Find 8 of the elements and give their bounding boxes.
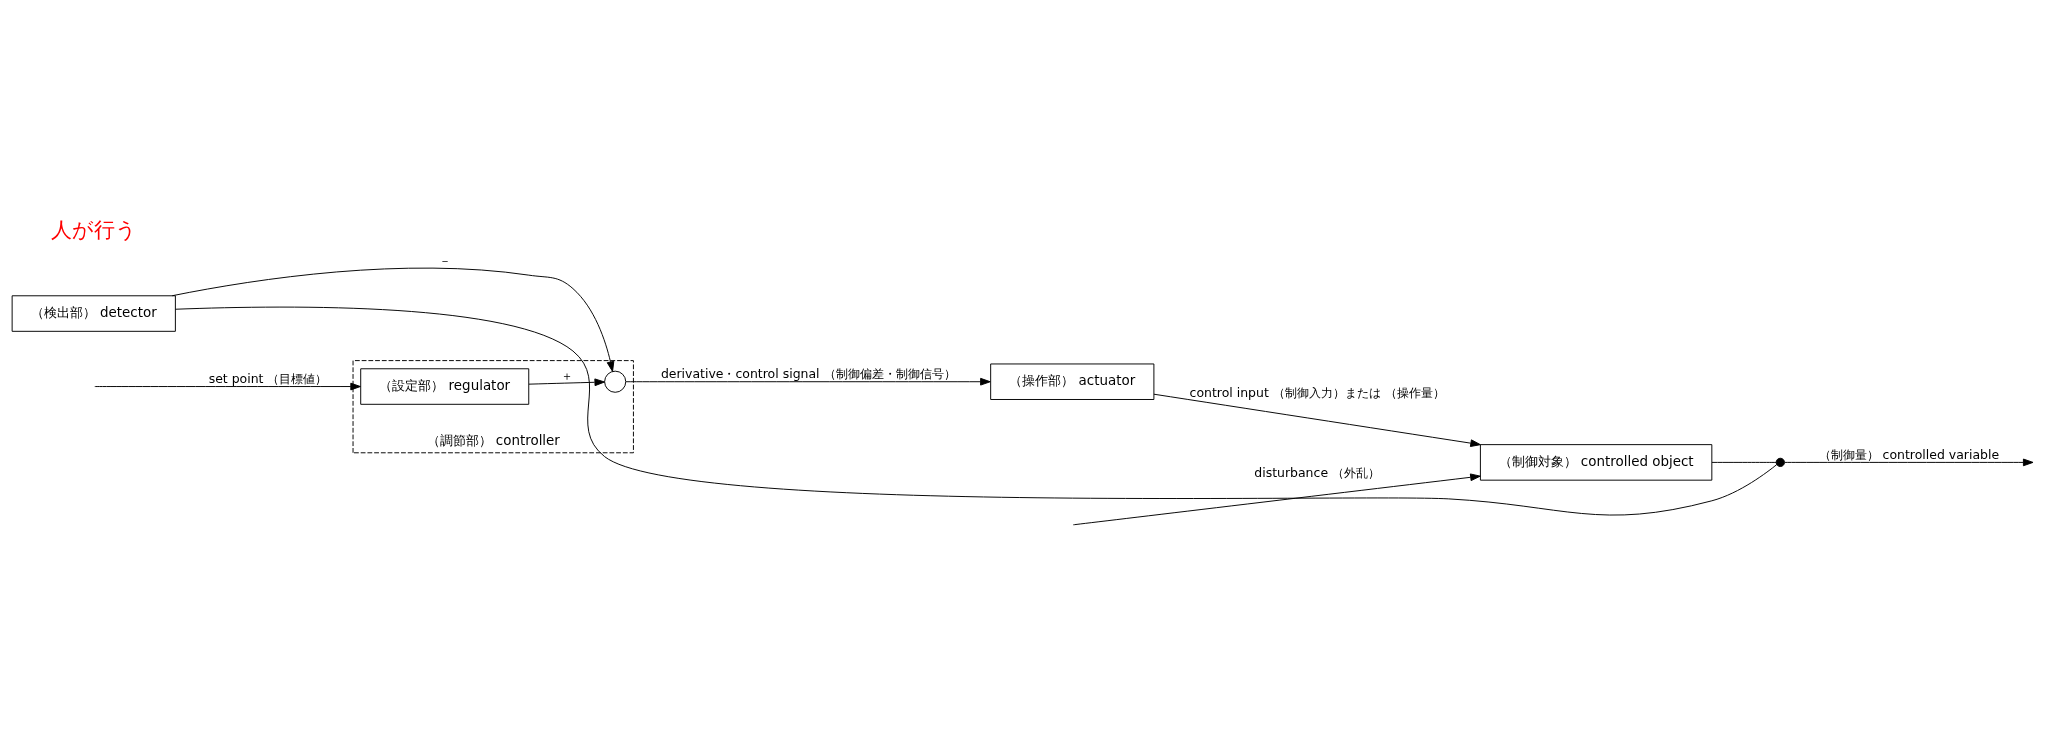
edge-label: set point （目標値） [208, 370, 328, 386]
label: 人が行う [50, 216, 137, 242]
edge-label: ＋ [560, 367, 573, 383]
edge-label: （制御量） controlled variable [1818, 446, 2000, 462]
edge-label: derivative・control signal （制御偏差・制御信号） [660, 365, 956, 381]
edge-label: － [438, 252, 451, 268]
edge-label: control input （制御入力）または （操作量） [1189, 384, 1445, 400]
edge-label: disturbance （外乱） [1254, 464, 1381, 480]
